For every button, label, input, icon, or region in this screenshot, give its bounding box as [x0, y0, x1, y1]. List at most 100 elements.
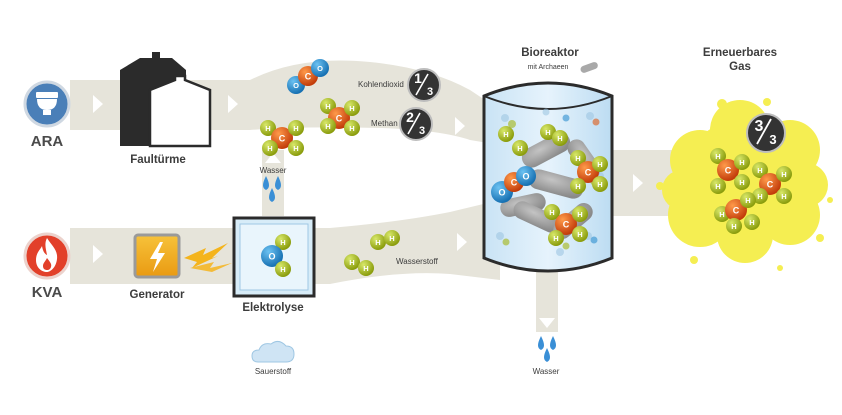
arrow-water-up: [265, 153, 281, 163]
hydrogen-atom-label: H: [575, 182, 580, 191]
hydrogen-atom-label: H: [280, 265, 285, 274]
fraction-methan-num: 2: [406, 109, 414, 125]
hydrogen-atom-label: H: [280, 238, 285, 247]
faulturme-towers: [120, 52, 212, 148]
generator-block: [133, 233, 232, 279]
kva-label: KVA: [31, 284, 63, 301]
hydrogen-atom: H: [740, 192, 756, 208]
hydrogen-atom-label: H: [349, 104, 354, 113]
hydrogen-atom-label: H: [781, 170, 786, 179]
wasser-top-label: Wasser: [259, 166, 287, 175]
arrow-water-down: [539, 318, 555, 328]
hydrogen-atom: H: [288, 140, 304, 156]
hydrogen-atom-label: H: [597, 180, 602, 189]
elektrolyse-label: Elektrolyse: [242, 302, 304, 314]
fraction-gas-num: 3: [755, 118, 764, 135]
oxygen-atom-label: O: [498, 188, 505, 198]
hydrogen-atom: H: [592, 156, 608, 172]
water-drop-icon: [263, 176, 269, 190]
sauerstoff-label: Sauerstoff: [254, 367, 292, 376]
hydrogen-atom: H: [262, 140, 278, 156]
hydrogen-atom-label: H: [389, 234, 394, 243]
carbon-atom-label: C: [585, 168, 592, 178]
product-label-line1: Erneuerbares: [702, 47, 778, 59]
carbon-atom-label: C: [767, 180, 774, 190]
hydrogen-atom: H: [572, 226, 588, 242]
hydrogen-atom: H: [288, 120, 304, 136]
hydrogen-atom: H: [752, 162, 768, 178]
lightning-icon: [150, 242, 165, 272]
hydrogen-atom: H: [592, 176, 608, 192]
hydrogen-atom-label: H: [553, 234, 558, 243]
hydrogen-atom-label: H: [267, 144, 272, 153]
generator-label: Generator: [129, 289, 185, 301]
fraction-co2-den: 3: [427, 86, 433, 98]
carbon-atom-label: C: [279, 134, 286, 144]
carbon-atom: C: [717, 159, 739, 181]
wasserstoff-label: Wasserstoff: [396, 257, 438, 266]
carbon-atom-label: C: [336, 114, 343, 124]
carbon-atom-label: C: [511, 178, 518, 188]
hydrogen-atom: H: [544, 204, 560, 220]
hydrogen-atom-label: H: [739, 178, 744, 187]
hydrogen-atom: H: [344, 254, 360, 270]
hydrogen-atom: H: [344, 120, 360, 136]
arrow-methan: [455, 117, 465, 135]
fraction-gas-den: 3: [769, 132, 776, 147]
water-down-band: [536, 262, 558, 332]
hydrogen-atom-label: H: [349, 258, 354, 267]
fraction-badge-methan: 2 3: [399, 107, 433, 141]
water-drops-bottom: [538, 336, 556, 362]
flame-icon: [36, 238, 58, 272]
carbon-atom-label: C: [563, 220, 570, 230]
hydrogen-atom: H: [275, 261, 291, 277]
hydrogen-atom-label: H: [363, 264, 368, 273]
hydrogen-atom-label: H: [375, 238, 380, 247]
hydrogen-atom-label: H: [577, 230, 582, 239]
arrow-faulturme: [228, 95, 238, 113]
faulturme-label: Faultürme: [130, 154, 186, 166]
ara-label: ARA: [30, 133, 64, 150]
hydrogen-atom: H: [570, 178, 586, 194]
hydrogen-atom-label: H: [757, 166, 762, 175]
bioreaktor-label: Bioreaktor: [521, 47, 579, 59]
oxygen-atom-label: O: [293, 81, 299, 90]
hydrogen-atom-label: H: [549, 208, 554, 217]
hydrogen-atom-label: H: [749, 218, 754, 227]
kva-source: [23, 232, 71, 280]
hydrogen-atom-label: H: [715, 182, 720, 191]
hydrogen-atom-label: H: [597, 160, 602, 169]
oxygen-atom: O: [516, 166, 536, 186]
hydrogen-atom-label: H: [731, 222, 736, 231]
tower-front: [148, 74, 212, 148]
carbon-atom-label: C: [733, 206, 740, 216]
hydrogen-atom: H: [726, 218, 742, 234]
hydrogen-atom-label: H: [325, 102, 330, 111]
hydrogen-atom-label: H: [739, 158, 744, 167]
archaeen-label: mit Archaeen: [527, 64, 569, 71]
hydrogen-atom-label: H: [719, 210, 724, 219]
oxygen-atom-label: O: [522, 172, 529, 182]
hydrogen-atom: H: [570, 150, 586, 166]
hydrogen-atom: H: [776, 188, 792, 204]
arrow-sauerstoff: [265, 326, 281, 336]
hydrogen-atom: H: [744, 214, 760, 230]
water-up-band: [262, 150, 284, 216]
hydrogen-atom: H: [710, 148, 726, 164]
hydrogen-atom-label: H: [745, 196, 750, 205]
arrow-gas: [633, 174, 643, 192]
arrow-wasserstoff: [457, 233, 467, 251]
toilet-icon: [36, 92, 58, 115]
water-drops-top: [263, 176, 281, 202]
hydrogen-atom-label: H: [757, 192, 762, 201]
fraction-methan-den: 3: [419, 125, 425, 137]
archaeen-capsule: [580, 62, 598, 73]
product-label-line2: Gas: [729, 61, 751, 73]
hydrogen-atom: H: [540, 124, 556, 140]
hydrogen-atom-label: H: [293, 144, 298, 153]
hydrogen-atom: H: [344, 100, 360, 116]
hydrogen-atom: H: [552, 130, 568, 146]
fraction-co2-num: 1: [414, 70, 422, 86]
